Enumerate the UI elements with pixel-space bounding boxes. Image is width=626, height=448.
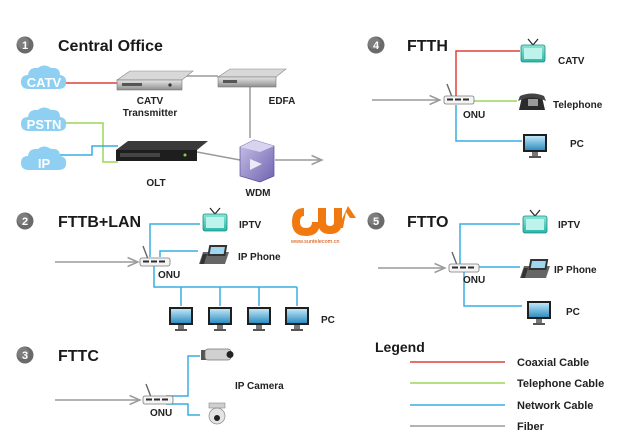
telephone-icon <box>518 93 546 110</box>
pc-monitor-icon <box>208 307 232 331</box>
section-number-4: 4 <box>367 36 385 54</box>
coaxial-link <box>455 50 520 96</box>
svg-text:2: 2 <box>22 216 28 228</box>
suntelecom-logo: www.suntelecom.cn <box>290 206 356 245</box>
fiber-link <box>196 151 241 161</box>
wdm-icon <box>239 139 275 183</box>
ip-phone-label: IP Phone <box>238 252 281 263</box>
wdm-label: WDM <box>246 188 271 199</box>
network-link <box>159 250 198 257</box>
iptv-label: IPTV <box>558 220 581 231</box>
pc-monitor-icon <box>285 307 309 331</box>
svg-text:1: 1 <box>22 40 28 52</box>
logo-url: www.suntelecom.cn <box>290 239 340 245</box>
pc-label: PC <box>570 139 584 150</box>
section-ftth: 4 FTTH ONU CATV Telephone PC <box>367 36 603 158</box>
catv-label: CATV <box>558 56 585 67</box>
onu-label: ONU <box>463 275 485 286</box>
catv-transmitter-icon <box>116 70 194 91</box>
section-central-office: 1 Central Office CATV PSTN IP <box>16 36 323 199</box>
network-link <box>166 403 200 416</box>
iptv-icon <box>522 209 548 234</box>
pc-monitor-icon <box>527 301 551 325</box>
iptv-label: IPTV <box>239 220 262 231</box>
edfa-label: EDFA <box>269 96 296 107</box>
section-title-fttc: FTTC <box>58 348 99 365</box>
pc-monitor-icon <box>169 307 193 331</box>
network-link <box>60 145 118 156</box>
ip-phone-icon <box>520 259 550 278</box>
section-title-ftth: FTTH <box>407 38 448 55</box>
legend: Legend Coaxial Cable Telephone Cable Net… <box>375 339 604 433</box>
network-link <box>166 355 200 397</box>
section-number-1: 1 <box>16 36 34 54</box>
svg-text:5: 5 <box>373 216 379 228</box>
telephone-label: Telephone <box>553 100 603 111</box>
pc-monitor-icon <box>523 134 547 158</box>
ip-camera-label: IP Camera <box>235 381 284 392</box>
svg-text:4: 4 <box>373 40 380 52</box>
catv-transmitter-label-line2: Transmitter <box>123 108 178 119</box>
onu-icon <box>448 251 480 273</box>
ip-phone-label: IP Phone <box>554 265 597 276</box>
section-title-central-office: Central Office <box>58 38 163 55</box>
onu-label: ONU <box>463 110 485 121</box>
pc-monitor-icon <box>247 307 271 331</box>
section-number-5: 5 <box>367 212 385 230</box>
edfa-icon <box>217 68 287 88</box>
svg-text:PSTN: PSTN <box>27 117 62 132</box>
network-link <box>149 223 200 257</box>
legend-label-fiber: Fiber <box>517 421 545 433</box>
ip-cloud: IP <box>21 146 67 171</box>
section-number-2: 2 <box>16 212 34 230</box>
pstn-cloud: PSTN <box>21 107 67 132</box>
legend-label-coaxial: Coaxial Cable <box>517 357 589 369</box>
pc-label: PC <box>566 307 580 318</box>
pc-label: PC <box>321 315 335 326</box>
network-link <box>459 223 520 264</box>
section-title-ftto: FTTO <box>407 214 448 231</box>
legend-label-network: Network Cable <box>517 400 593 412</box>
legend-title: Legend <box>375 339 425 355</box>
svg-text:3: 3 <box>22 350 28 362</box>
catv-cloud: CATV <box>21 65 67 90</box>
section-fttc: 3 FTTC ONU IP Camera <box>16 346 284 425</box>
network-link <box>463 272 522 307</box>
svg-text:IP: IP <box>38 156 51 171</box>
onu-icon <box>139 245 171 267</box>
legend-label-telephone: Telephone Cable <box>517 378 604 390</box>
section-title-fttb-lan: FTTB+LAN <box>58 214 141 231</box>
onu-icon <box>443 83 475 105</box>
olt-label: OLT <box>146 178 165 189</box>
iptv-icon <box>202 207 228 232</box>
ip-phone-icon <box>199 245 229 264</box>
section-ftto: 5 FTTO ONU IPTV IP Phone PC <box>367 209 597 325</box>
onu-label: ONU <box>158 270 180 281</box>
svg-text:CATV: CATV <box>27 75 62 90</box>
network-link <box>455 105 522 142</box>
catv-transmitter-label-line1: CATV <box>137 96 164 107</box>
section-number-3: 3 <box>16 346 34 364</box>
onu-icon <box>142 383 174 405</box>
catv-tv-icon <box>520 38 546 63</box>
onu-label: ONU <box>150 408 172 419</box>
olt-icon <box>116 141 208 161</box>
bullet-camera-icon <box>201 348 234 361</box>
telephone-link <box>60 122 118 163</box>
network-link <box>153 266 297 288</box>
dome-camera-icon <box>208 402 226 425</box>
section-fttb-lan: 2 FTTB+LAN ONU IPTV IP Phone PC <box>16 207 335 331</box>
